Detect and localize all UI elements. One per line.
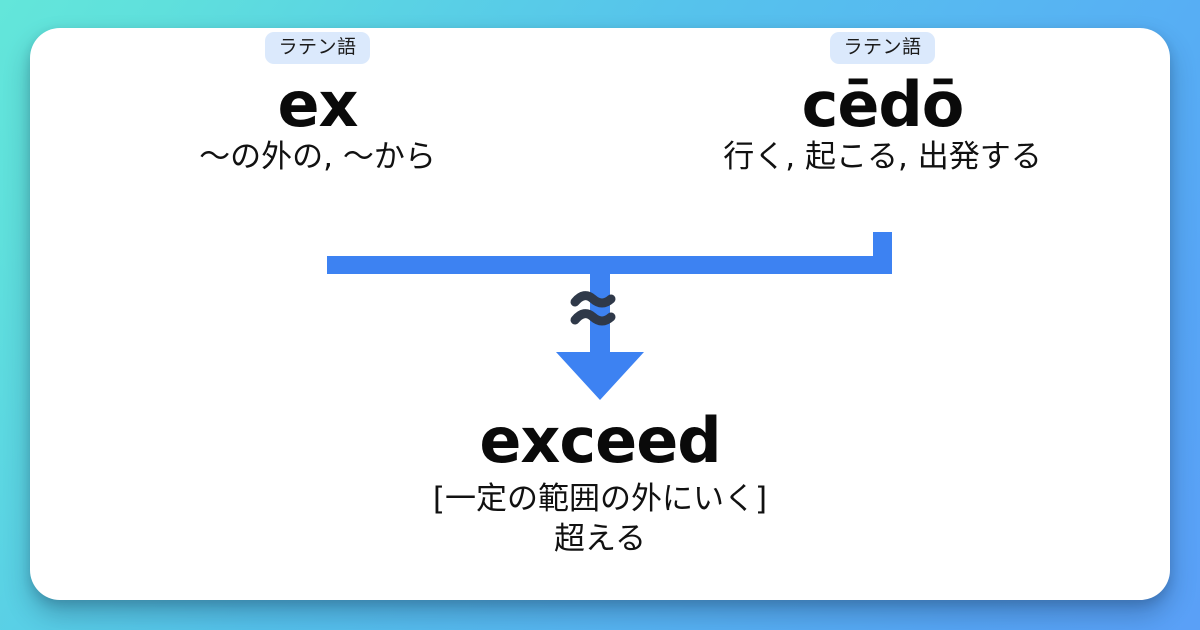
component-gloss: 行く, 起こる, 出発する (723, 138, 1042, 175)
result-word: exceed (479, 404, 721, 477)
component-ex: ラテン語 ex 〜の外の, 〜から (100, 32, 535, 175)
result-literal-meaning: [一定の範囲の外にいく] (432, 480, 768, 517)
language-badge: ラテン語 (265, 32, 370, 64)
result-block: exceed [一定の範囲の外にいく] 超える (0, 404, 1200, 560)
language-badge: ラテン語 (830, 32, 935, 64)
component-cedo: ラテン語 cēdō 行く, 起こる, 出発する (655, 32, 1110, 175)
component-headword: cēdō (801, 67, 965, 141)
component-gloss: 〜の外の, 〜から (199, 138, 436, 175)
result-meaning: 超える (553, 521, 647, 558)
component-headword: ex (277, 67, 358, 141)
